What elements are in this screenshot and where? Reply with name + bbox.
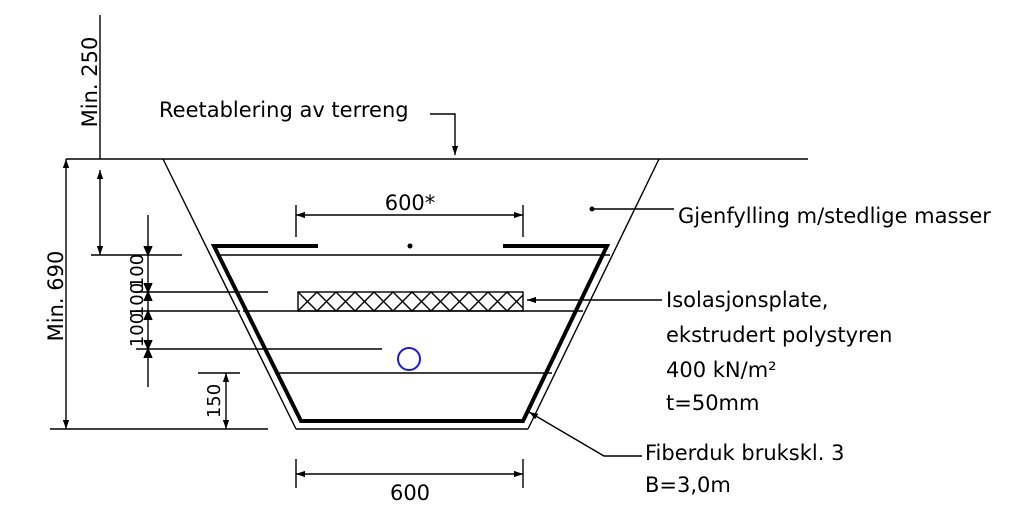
- trench-wall-left: [162, 158, 297, 430]
- dim-label-100-middle: 100: [127, 283, 148, 317]
- dim-label-100-bottom: 100: [127, 313, 148, 347]
- label-backfill: Gjenfylling m/stedlige masser: [678, 204, 991, 228]
- dim-label-150: 150: [204, 384, 225, 418]
- center-dot: [407, 243, 413, 249]
- dim-label-min-690: Min. 690: [44, 251, 68, 342]
- insulation-plate: [297, 291, 524, 312]
- dim-label-bottom-600: 600: [390, 481, 430, 505]
- fiber-fabric: [210, 244, 611, 423]
- label-insulation-thickness: t=50mm: [666, 391, 759, 415]
- dim-label-100-upper: 100: [127, 254, 148, 288]
- leader-terrain: [430, 113, 459, 155]
- label-insulation-1: Isolasjonsplate,: [666, 288, 828, 312]
- trench-wall-right: [527, 158, 660, 430]
- label-fabric-2: B=3,0m: [645, 473, 731, 497]
- leader-fabric: [528, 411, 642, 457]
- pipe-circle: [397, 347, 421, 371]
- label-terrain: Reetablering av terreng: [159, 98, 409, 122]
- backfill-dot: [589, 206, 595, 212]
- label-insulation-2: ekstrudert polystyren: [666, 323, 892, 347]
- label-insulation-strength: 400 kN/m²: [666, 358, 777, 382]
- dim-100-arrows: [143, 245, 153, 359]
- label-fabric-1: Fiberduk brukskl. 3: [645, 441, 844, 465]
- dim-label-top-600: 600*: [385, 191, 436, 215]
- dim-label-min-250: Min. 250: [78, 37, 102, 128]
